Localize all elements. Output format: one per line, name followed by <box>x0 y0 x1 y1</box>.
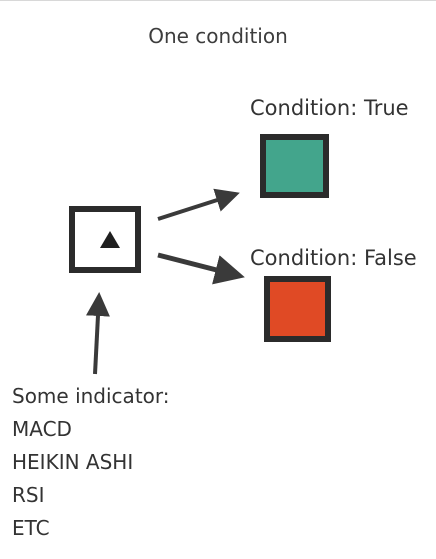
condition-true-label: Condition: True <box>250 96 409 120</box>
condition-true-box <box>260 134 329 198</box>
arrow-from-indicator <box>85 292 110 375</box>
indicator-list: Some indicator: MACD HEIKIN ASHI RSI ETC <box>12 380 170 545</box>
condition-false-label: Condition: False <box>250 246 417 270</box>
condition-false-box <box>264 276 331 342</box>
indicator-item-macd: MACD <box>12 417 72 441</box>
indicator-box <box>69 206 141 273</box>
arrow-to-true <box>157 188 240 221</box>
indicator-heading: Some indicator: <box>12 384 170 408</box>
indicator-item-etc: ETC <box>12 516 50 540</box>
top-divider <box>0 0 436 1</box>
diagram-title: One condition <box>148 24 288 48</box>
arrow-to-false <box>157 252 245 285</box>
indicator-item-heikin-ashi: HEIKIN ASHI <box>12 450 134 474</box>
triangle-up-icon <box>100 231 120 248</box>
indicator-item-rsi: RSI <box>12 483 45 507</box>
